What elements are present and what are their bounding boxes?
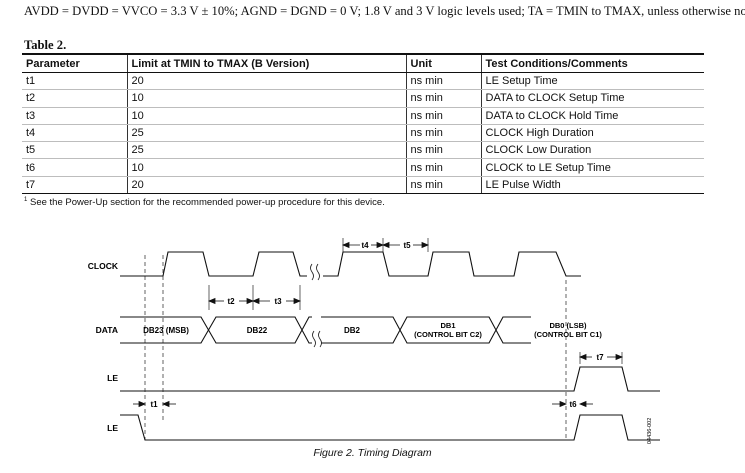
cell-parameter: t5 bbox=[22, 141, 127, 160]
cell-unit: ns min bbox=[405, 141, 481, 160]
cell-unit: ns min bbox=[405, 107, 481, 125]
cell-limit: 25 bbox=[126, 141, 406, 160]
data-break-mark bbox=[312, 330, 322, 348]
cell-condition: LE Pulse Width bbox=[480, 176, 704, 195]
clock-waveform bbox=[120, 251, 581, 277]
header-limit: Limit at TMIN to TMAX (B Version) bbox=[126, 53, 406, 73]
cell-condition: CLOCK to LE Setup Time bbox=[480, 158, 704, 177]
footnote-marker: 1 bbox=[24, 197, 28, 203]
cell-unit: ns min bbox=[405, 72, 481, 91]
cell-parameter: t7 bbox=[22, 176, 127, 195]
table-row: t3 10 ns min DATA to CLOCK Hold Time bbox=[22, 107, 704, 125]
header-parameter: Parameter bbox=[22, 53, 127, 73]
timing-spec-table: Parameter Limit at TMIN to TMAX (B Versi… bbox=[22, 53, 704, 195]
table-row: t1 20 ns min LE Setup Time bbox=[22, 72, 704, 91]
header-conditions: Test Conditions/Comments bbox=[480, 53, 704, 73]
cell-condition: DATA to CLOCK Setup Time bbox=[480, 89, 704, 108]
data-waveform bbox=[120, 316, 531, 344]
table-row: t4 25 ns min CLOCK High Duration bbox=[22, 124, 704, 143]
footnote-text: See the Power-Up section for the recomme… bbox=[29, 197, 385, 209]
timing-label-t3: t3 bbox=[274, 297, 282, 306]
timing-label-t5: t5 bbox=[403, 241, 411, 250]
cell-condition: CLOCK Low Duration bbox=[480, 141, 704, 160]
signal-label-data: DATA bbox=[96, 325, 118, 335]
data-word-db1-note: (CONTROL BIT C2) bbox=[414, 330, 482, 339]
cell-parameter: t1 bbox=[22, 72, 127, 91]
footnote: 1 See the Power-Up section for the recom… bbox=[24, 197, 385, 208]
table-header-row: Parameter Limit at TMIN to TMAX (B Versi… bbox=[22, 53, 704, 73]
cell-unit: ns min bbox=[405, 89, 481, 108]
cell-unit: ns min bbox=[405, 124, 481, 143]
data-word-db2: DB2 bbox=[344, 326, 361, 335]
cell-parameter: t6 bbox=[22, 158, 127, 177]
data-word-db22: DB22 bbox=[247, 326, 268, 335]
cell-unit: ns min bbox=[405, 176, 481, 195]
table-row: t6 10 ns min CLOCK to LE Setup Time bbox=[22, 158, 704, 177]
clock-break-mark bbox=[310, 263, 320, 281]
data-word-db0: DB0 (LSB) bbox=[549, 321, 587, 330]
cell-parameter: t2 bbox=[22, 89, 127, 108]
timing-label-t6: t6 bbox=[569, 400, 577, 409]
cell-limit: 20 bbox=[126, 72, 406, 91]
cell-limit: 25 bbox=[126, 124, 406, 143]
cell-limit: 10 bbox=[126, 107, 406, 125]
operating-conditions: AVDD = DVDD = VVCO = 3.3 V ± 10%; AGND =… bbox=[24, 4, 745, 18]
figure-ref-code: 04436-002 bbox=[647, 418, 653, 444]
le-waveform-upper bbox=[120, 366, 660, 392]
signal-label-le-upper: LE bbox=[107, 373, 118, 383]
cell-limit: 20 bbox=[126, 176, 406, 195]
cell-limit: 10 bbox=[126, 89, 406, 108]
guide-lines bbox=[144, 238, 623, 440]
le-waveform-lower bbox=[120, 414, 660, 441]
cell-limit: 10 bbox=[126, 158, 406, 177]
data-word-db23: DB23 (MSB) bbox=[143, 326, 189, 335]
table-row: t5 25 ns min CLOCK Low Duration bbox=[22, 141, 704, 160]
timing-diagram: CLOCK DATA DB23 (MSB) DB22 DB2 DB1 (CONT… bbox=[88, 238, 660, 444]
cell-condition: LE Setup Time bbox=[480, 72, 704, 91]
table-caption: Table 2. bbox=[24, 38, 67, 52]
timing-label-t2: t2 bbox=[227, 297, 235, 306]
signal-label-clock: CLOCK bbox=[88, 261, 119, 271]
table-row: t2 10 ns min DATA to CLOCK Setup Time bbox=[22, 89, 704, 108]
cell-condition: CLOCK High Duration bbox=[480, 124, 704, 143]
data-word-db0-note: (CONTROL BIT C1) bbox=[534, 330, 602, 339]
header-unit: Unit bbox=[405, 53, 481, 73]
cell-parameter: t3 bbox=[22, 107, 127, 125]
timing-label-t4: t4 bbox=[361, 241, 369, 250]
data-word-db1: DB1 bbox=[440, 321, 455, 330]
cell-parameter: t4 bbox=[22, 124, 127, 143]
signal-label-le-lower: LE bbox=[107, 423, 118, 433]
timing-label-t7: t7 bbox=[596, 353, 604, 362]
timing-label-t1: t1 bbox=[150, 400, 158, 409]
cell-unit: ns min bbox=[405, 158, 481, 177]
table-row: t7 20 ns min LE Pulse Width bbox=[22, 176, 704, 195]
cell-condition: DATA to CLOCK Hold Time bbox=[480, 107, 704, 125]
figure-caption: Figure 2. Timing Diagram bbox=[313, 447, 432, 459]
timing-arrows bbox=[133, 241, 624, 408]
